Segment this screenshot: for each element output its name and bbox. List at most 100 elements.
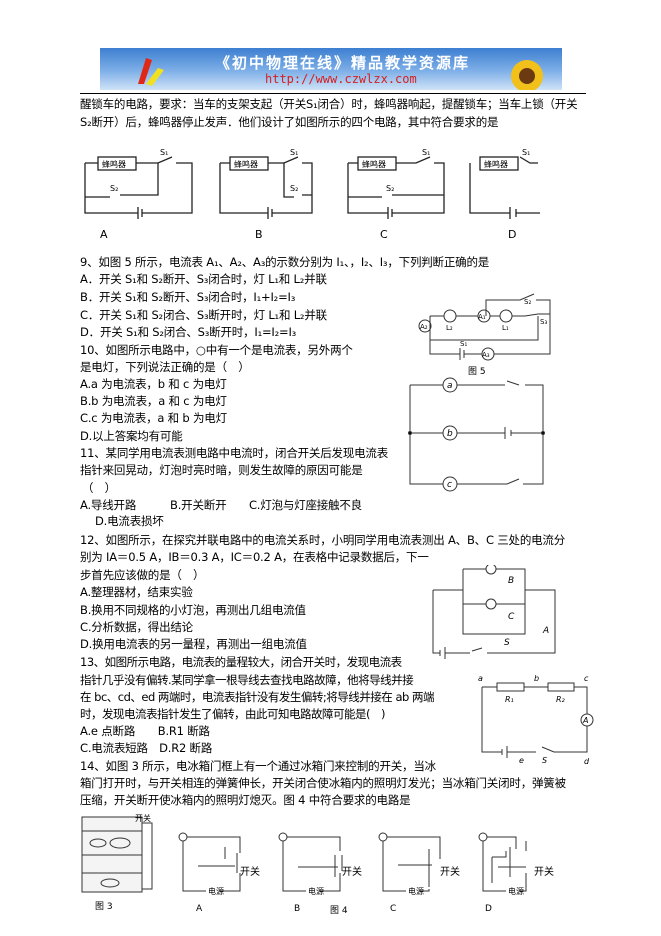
power-label: 电源 [308, 886, 324, 896]
q12-stem: 别为 IA＝0.5 A，IB＝0.3 A，IC＝0.2 A，在表格中记录数据后，… [80, 550, 429, 564]
s2-label: S₂ [524, 298, 531, 306]
switch-label: 开关 [534, 865, 554, 878]
q9-option-a: A．开关 S₁和 S₂断开、S₃闭合时，灯 L₁和 L₂并联 [80, 272, 327, 286]
switch-label: 开关 [440, 865, 460, 878]
c-label: c [584, 675, 589, 683]
a-label: a [478, 675, 483, 683]
option-label: C [380, 228, 388, 241]
s1-label: S₁ [160, 148, 168, 157]
q12-option-d: D.换用电流表的另一量程，再测出一组电流值 [80, 637, 307, 651]
a-label: a [447, 381, 453, 391]
option-label: D [508, 228, 516, 241]
c-point-label: C [508, 612, 515, 622]
a2-label: A₂ [420, 323, 428, 331]
banner-url: http://www.czwlzx.com [265, 72, 417, 86]
q13-stem: 时，发现电流表指针发生了偏转，由此可知电路故障可能是( ) [80, 707, 385, 721]
q12-circuit: B C A S [432, 565, 556, 659]
circuit-a [178, 832, 241, 892]
q13-options-ab: A.e 点断路 B.R1 断路 [80, 724, 210, 738]
circuit-a [84, 156, 193, 219]
q8-circuits: A B C D 蜂鸣器 蜂鸣器 蜂鸣器 蜂鸣器 S₁ S₂ S₁ S₂ S₁ S… [84, 148, 540, 241]
s2-label: S₂ [110, 184, 118, 193]
option-label: B [294, 904, 300, 914]
buzzer-label: 蜂鸣器 [102, 159, 126, 169]
q14-stem: 箱门打开时，与开关相连的弹簧伸长，开关闭合使冰箱内的照明灯发光；当冰箱门关闭时，… [80, 776, 566, 790]
q9-stem: 9、如图 5 所示，电流表 A₁、A₂、A₃的示数分别为 I₁、，I₂、I₃，下… [80, 255, 490, 269]
s2-label: S₂ [290, 184, 298, 193]
s1-label: S₁ [290, 148, 298, 157]
sunflower-icon [511, 60, 543, 90]
q12-stem: 步首先应该做的是（ ） [80, 568, 205, 582]
q9-option-b: B．开关 S₁和 S₂断开、S₃闭合时，I₁+I₂=I₃ [80, 290, 296, 304]
b-point-label: B [508, 576, 514, 586]
buzzer-label: 蜂鸣器 [362, 159, 386, 169]
header-banner: 《初中物理在线》精品教学资源库 http://www.czwlzx.com [100, 48, 562, 90]
fig4-caption: 图 4 [330, 905, 348, 916]
header-rule [80, 93, 586, 94]
s-label: S [542, 756, 547, 765]
option-label: A [196, 904, 203, 914]
q12-stem: 12、如图所示，在探究并联电路中的电流关系时，小明同学用电流表测出 A、B、C … [80, 533, 566, 547]
q10-option-c: C.c 为电流表，a 和 b 为电灯 [80, 411, 227, 425]
l1-label: L₁ [502, 324, 509, 332]
option-label: C [390, 904, 396, 914]
q12-option-a: A.整理器材，结束实验 [80, 585, 193, 599]
q12-option-c: C.分析数据，得出结论 [80, 620, 193, 634]
q11-blank: （ ） [82, 481, 116, 495]
d-label: d [584, 757, 590, 766]
logo-icon [138, 58, 164, 86]
q8-line: 醒锁车的电路，要求：当车的支架支起（开关S₁闭合）时，蜂鸣器响起，提醒锁车；当车… [80, 97, 578, 111]
circuit-d [469, 156, 540, 219]
fridge-illustration [81, 816, 153, 893]
q11-stem: 11、某同学用电流表测电路中电流时，闭合开关后发现电流表 [80, 446, 389, 460]
q10-circuit: a b c [408, 377, 545, 492]
fig3-caption: 图 3 [95, 901, 113, 912]
e-label: e [519, 756, 524, 765]
s2-label: S₂ [386, 184, 394, 193]
s-label: S [504, 638, 510, 648]
q14-stem: 14、如图 3 所示，电冰箱门框上有一个通过冰箱门来控制的开关，当冰 [80, 759, 436, 773]
a-point-label: A [542, 626, 549, 636]
switch-label: 开关 [342, 865, 362, 878]
option-label: D [485, 904, 492, 914]
q9-option-d: D．开关 S₁和 S₂闭合、S₃断开时，I₁=I₂=I₃ [80, 325, 297, 339]
circuit-b [219, 156, 313, 219]
a1-label: A₁ [478, 313, 486, 321]
q9-option-c: C．开关 S₁和 S₂闭合、S₃断开时，灯 L₁和 L₂并联 [80, 308, 327, 322]
s1-label: S₁ [460, 340, 467, 348]
q13-stem: 在 bc、cd、ed 两端时，电流表指针没有发生偏转;将导线并接在 ab 两端 [80, 690, 434, 704]
a3-label: A₃ [482, 351, 490, 359]
power-label: 电源 [508, 886, 524, 896]
q11-stem: 指针来回晃动，灯泡时亮时暗，则发生故障的原因可能是 [80, 463, 363, 477]
q14-figures: 开关 图 3 开关 开关 开关 开关 电源 电源 电源 电源 A B 图 4 C… [81, 813, 554, 916]
q10-option-d: D.以上答案均有可能 [80, 429, 183, 443]
q14-stem: 压缩，开关断开使冰箱内的照明灯熄灭。图 4 中符合要求的电路是 [80, 793, 411, 807]
option-label: B [255, 228, 263, 241]
q10-option-b: B.b 为电流表，a 和 c 为电灯 [80, 394, 227, 408]
c-label: c [447, 480, 452, 490]
switch-label: 开关 [240, 865, 260, 878]
fridge-switch-label: 开关 [135, 813, 151, 823]
q10-stem: 10、如图所示电路中，○中有一个是电流表，另外两个 [80, 343, 353, 357]
q11-option-d: D.电流表损坏 [95, 514, 164, 528]
circuit-c [347, 156, 445, 219]
q10-stem: 是电灯，下列说法正确的是（ ） [80, 360, 250, 374]
circuit-d [478, 832, 527, 892]
r2-label: R₂ [556, 695, 566, 704]
circuit-c [378, 832, 441, 892]
q13-stem: 指针几乎没有偏转.某同学拿一根导线去查找电路故障，他将导线并接 [80, 673, 414, 687]
q8-line: S₂断开）后，蜂鸣器停止发声．他们设计了如图所示的四个电路，其中符合要求的是 [80, 115, 499, 129]
q11-options: A.导线开路 B.开关断开 C.灯泡与灯座接触不良 [80, 498, 362, 512]
option-label: A [100, 228, 108, 241]
b-label: b [447, 429, 453, 439]
circuit-b [278, 832, 343, 892]
s3-label: S₃ [540, 318, 547, 326]
q13-stem: 13、如图所示电路，电流表的量程较大，闭合开关时，发现电流表 [80, 655, 402, 669]
s1-label: S₁ [522, 148, 530, 157]
q13-options-cd: C.电流表短路 D.R2 断路 [80, 741, 213, 755]
banner-title: 《初中物理在线》精品教学资源库 [215, 54, 471, 72]
r1-label: R₁ [505, 695, 514, 704]
power-label: 电源 [208, 886, 224, 896]
q10-option-a: A.a 为电流表，b 和 c 为电灯 [80, 377, 227, 391]
